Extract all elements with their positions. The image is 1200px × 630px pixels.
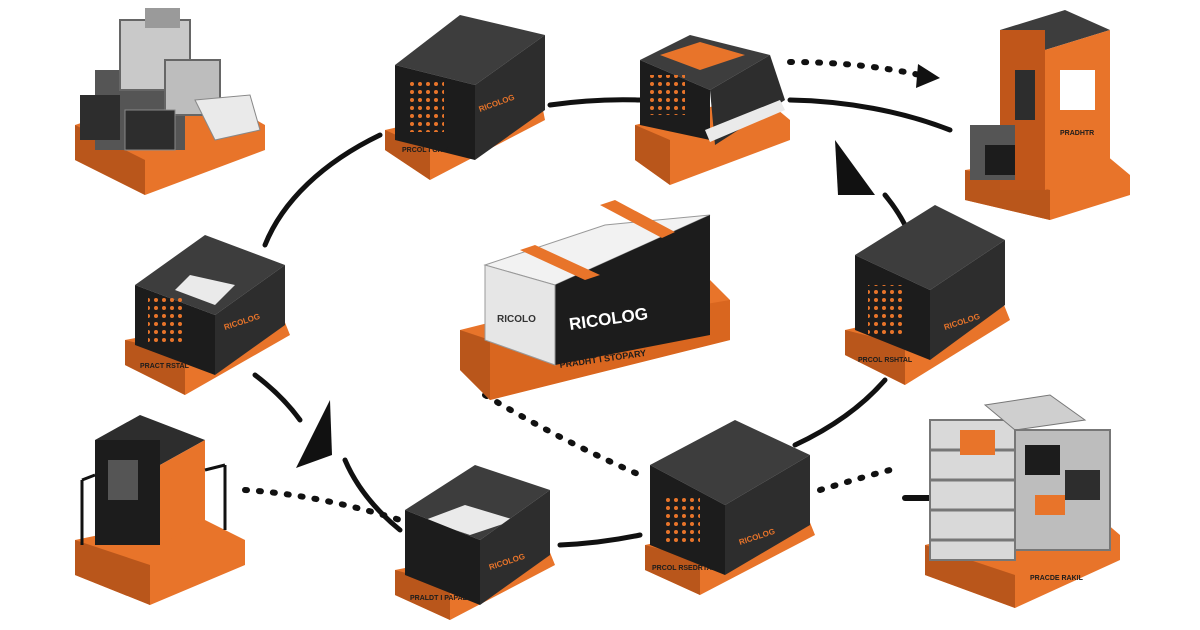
crate-top: RICOLOG PRCOL I GHEL xyxy=(385,15,545,180)
flow-arrows xyxy=(242,59,940,523)
kiosk-right: PRADHTR xyxy=(965,10,1130,220)
crate-top-base-label: PRCOL I GHEL xyxy=(402,147,452,154)
crate-right-base-label: PRCOL RSHTAL xyxy=(858,357,913,364)
arrowhead-left xyxy=(296,400,332,468)
shelving-base-label: PRACDE RAKIL xyxy=(1030,575,1084,582)
cycle-ring xyxy=(252,97,953,548)
crate-bottom: RICOLOG PRALDT I PAPAL xyxy=(395,465,555,620)
center-package: RICOLOG RICOLO PRADHT I STOPARY xyxy=(460,200,730,400)
kiosk-right-label: PRADHTR xyxy=(1060,130,1094,137)
printer-icon xyxy=(635,35,790,185)
arrowhead-right xyxy=(835,140,875,195)
kiosk-left xyxy=(75,415,245,605)
crate-left: RICOLOG PRACT RSTAL xyxy=(125,235,290,395)
crate-left-base-label: PRACT RSTAL xyxy=(140,363,190,370)
crate-right: RICOLOG PRCOL RSHTAL xyxy=(845,205,1010,385)
shelving-icon: PRACDE RAKIL xyxy=(925,394,1120,608)
crate-bottom-right: RICOLOG PRCOL RSEDRTAL xyxy=(645,420,815,595)
crate-bottom-base-label: PRALDT I PAPAL xyxy=(410,595,468,602)
center-side-label: RICOLO xyxy=(497,314,536,325)
machinery-icon xyxy=(75,8,265,195)
crate-bottom-right-base-label: PRCOL RSEDRTAL xyxy=(652,565,717,572)
